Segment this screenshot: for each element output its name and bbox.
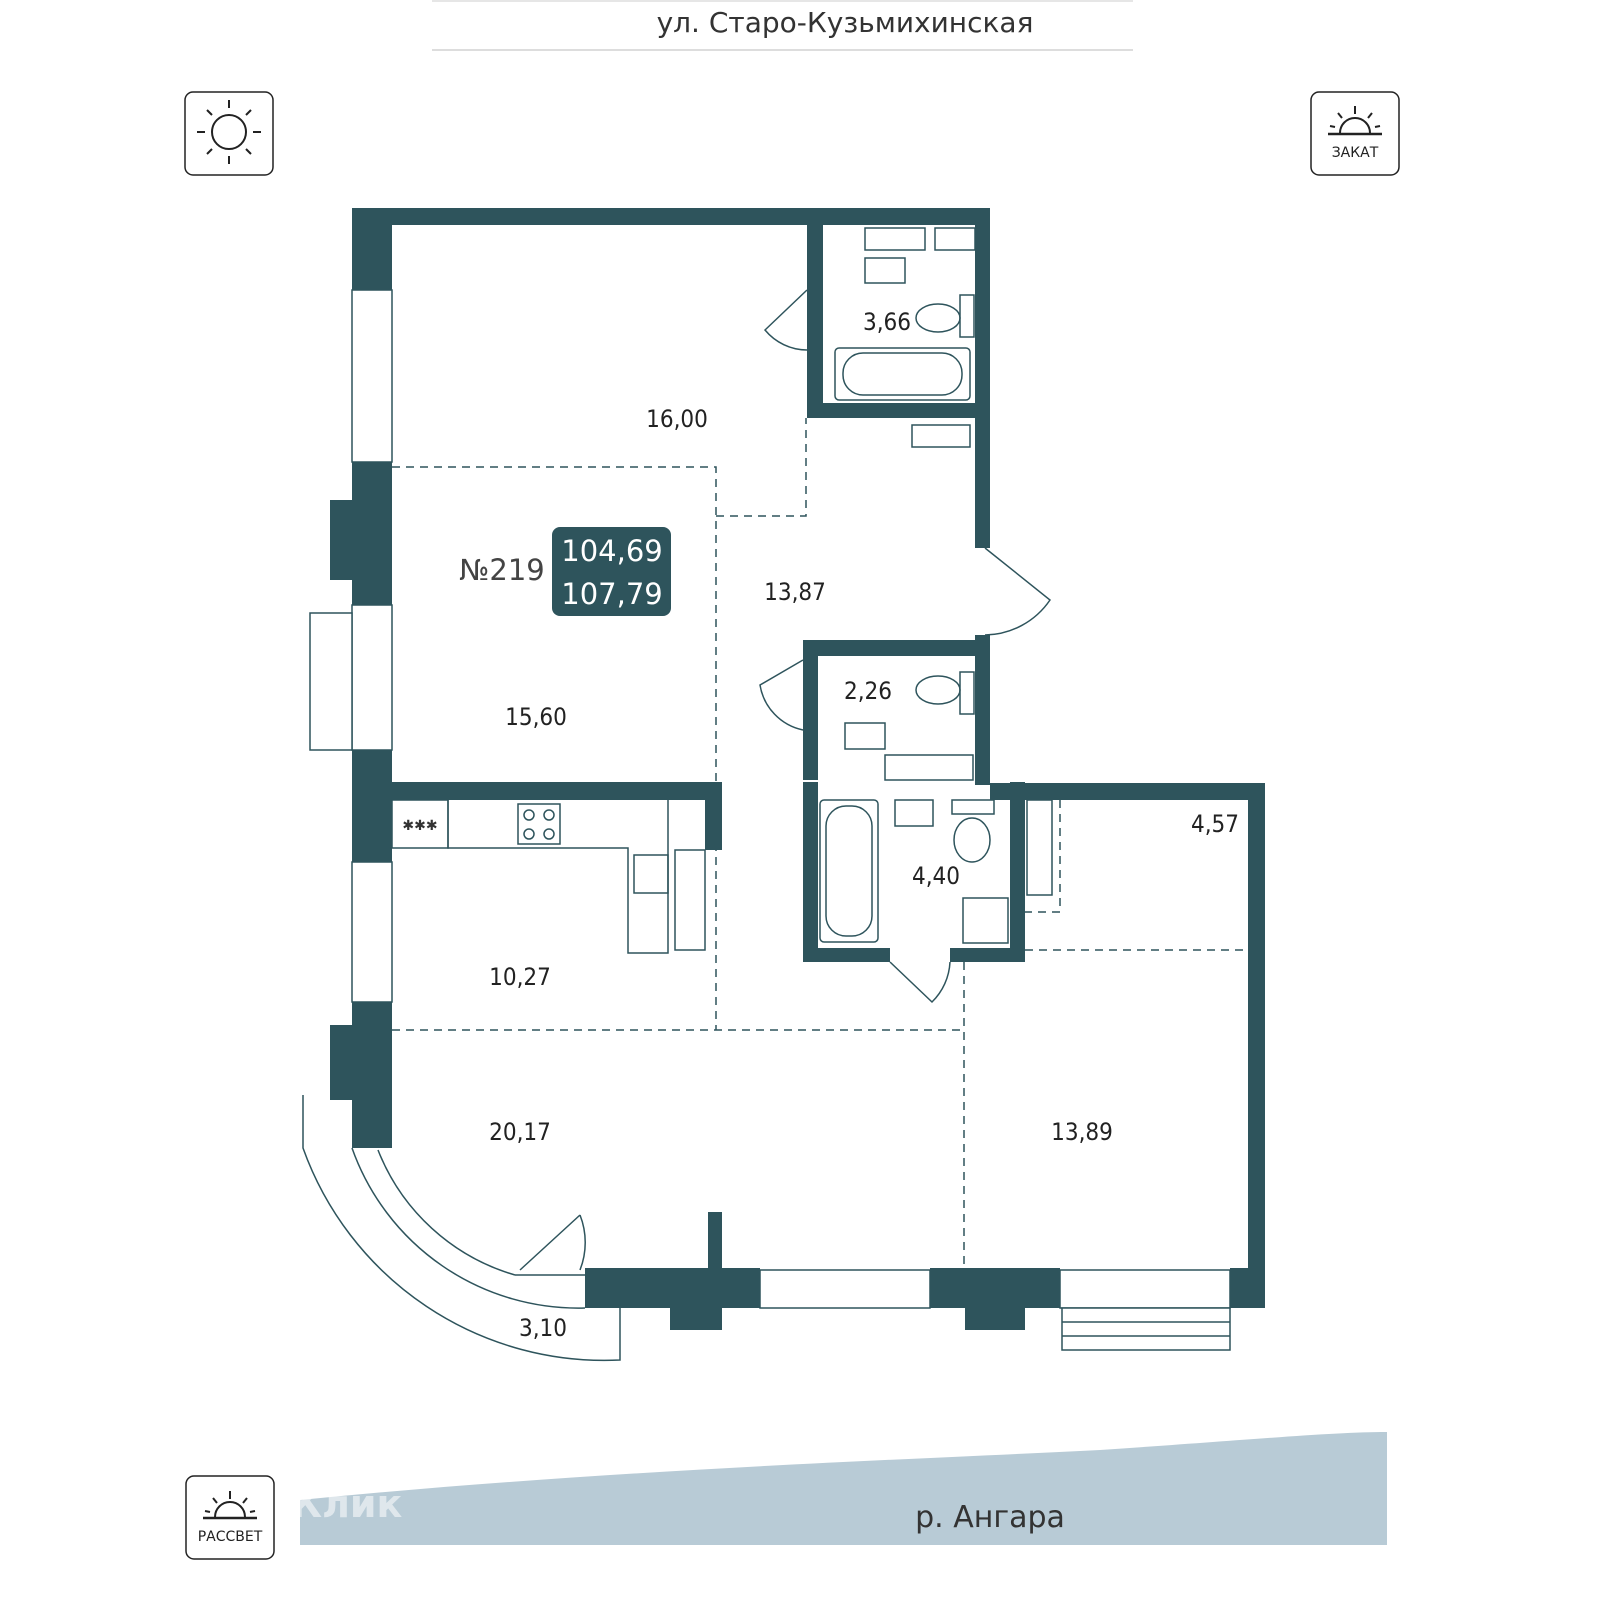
- zone-lines: [392, 418, 1248, 1268]
- fixtures: ✱✱✱: [391, 227, 1053, 954]
- room-area-kitchen: 10,27: [489, 963, 551, 991]
- room-area-left: 15,60: [505, 703, 567, 731]
- room-area-top: 16,00: [646, 405, 708, 433]
- room-area-wc: 2,26: [844, 677, 892, 705]
- room-area-living: 20,17: [489, 1118, 551, 1146]
- sunset-label: ЗАКАТ: [1332, 145, 1379, 161]
- sunset-icon: [1310, 91, 1400, 176]
- area-total: 107,79: [561, 577, 662, 611]
- sunrise-label: РАССВЕТ: [198, 1529, 263, 1545]
- room-area-bath1: 3,66: [863, 308, 911, 336]
- doors: [759, 289, 1052, 1004]
- balcony: [302, 1095, 621, 1362]
- room-area-bath2: 4,40: [912, 862, 960, 890]
- room-area-storage: 4,57: [1191, 810, 1239, 838]
- apartment-number: №219: [459, 553, 545, 587]
- room-area-right: 13,89: [1051, 1118, 1113, 1146]
- room-area-balcony: 3,10: [519, 1314, 567, 1342]
- street-name: ул. Старо-Кузьмихинская: [657, 6, 1034, 39]
- river-name: р. Ангара: [915, 1500, 1065, 1535]
- area-badge: [552, 527, 671, 616]
- river: [300, 1432, 1387, 1545]
- sunrise-icon: [185, 1475, 275, 1560]
- walls: [330, 208, 1265, 1330]
- sun-icon: [184, 91, 274, 176]
- windows: [309, 289, 1231, 1351]
- room-area-hall: 13,87: [764, 578, 826, 606]
- svg-text:✱✱✱: ✱✱✱: [402, 818, 437, 834]
- area-living: 104,69: [561, 534, 662, 568]
